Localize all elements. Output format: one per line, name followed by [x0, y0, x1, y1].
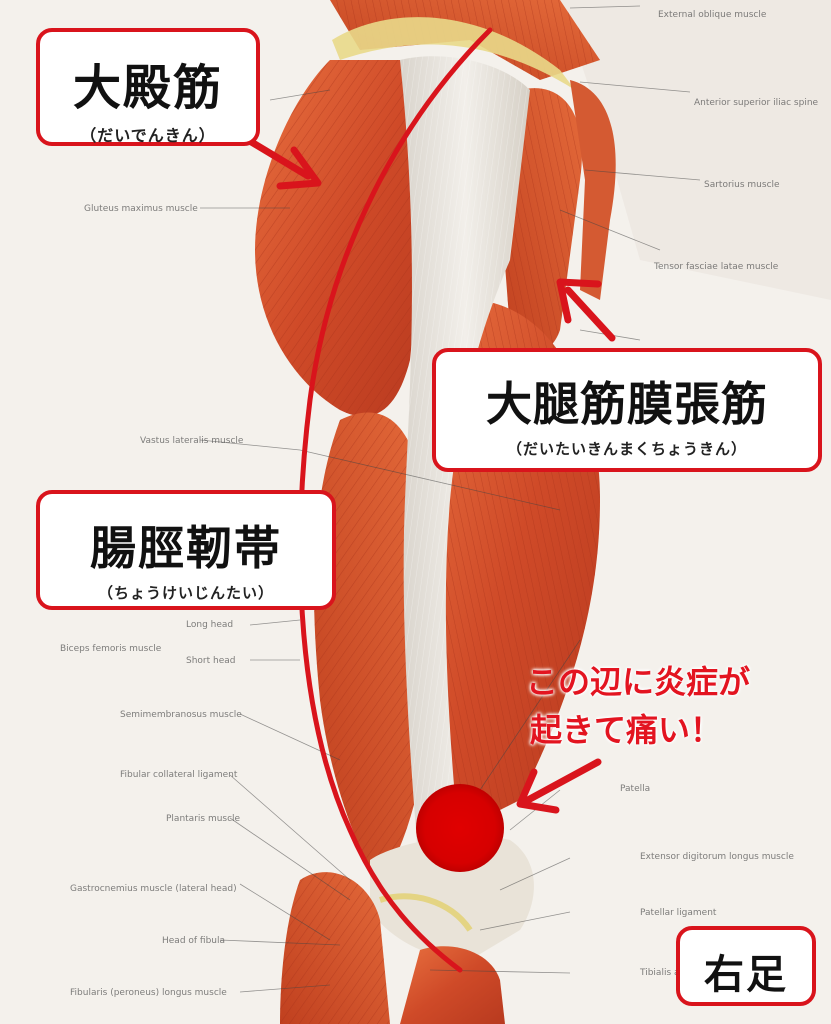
arrow-to-spot	[516, 758, 602, 814]
atlas-label-vastus-lateralis: Vastus lateralis muscle	[140, 436, 244, 446]
arrow-to-tfl	[556, 278, 616, 342]
callout-gluteus-reading: （だいでんきん）	[80, 126, 216, 145]
atlas-label-gastrocnemius: Gastrocnemius muscle (lateral head)	[70, 884, 237, 894]
arrow-to-gluteus	[244, 136, 322, 190]
callout-itb-name: 腸脛靭帯	[90, 521, 282, 575]
callout-gluteus-name: 大殿筋	[72, 60, 223, 116]
atlas-label-external-oblique: External oblique muscle	[658, 10, 767, 20]
sartorius-shape	[570, 80, 616, 300]
inflammation-spot	[416, 784, 504, 872]
atlas-label-asis: Anterior superior iliac spine	[694, 98, 819, 108]
atlas-label-plantaris: Plantaris muscle	[166, 814, 241, 824]
pain-note-line1: この辺に炎症が	[526, 663, 751, 701]
atlas-label-biceps-femoris: Biceps femoris muscle	[60, 644, 162, 654]
atlas-label-extensor-digitorum: Extensor digitorum longus muscle	[640, 852, 794, 862]
callout-tensor-fasciae-latae: 大腿筋膜張筋 （だいたいきんまくちょうきん）	[432, 348, 822, 472]
callout-gluteus-maximus: 大殿筋 （だいでんきん）	[36, 28, 260, 146]
callout-side-name: 右足	[704, 952, 788, 998]
leader-lines	[199, 5, 701, 993]
atlas-label-fibular-collateral: Fibular collateral ligament	[120, 770, 238, 780]
atlas-label-semimembranosus: Semimembranosus muscle	[120, 710, 242, 720]
atlas-label-long-head: Long head	[186, 620, 234, 630]
callout-right-leg: 右足	[676, 926, 816, 1006]
atlas-label-short-head: Short head	[186, 656, 236, 666]
atlas-label-patellar-ligament: Patellar ligament	[640, 908, 717, 918]
atlas-label-sartorius: Sartorius muscle	[704, 180, 780, 190]
pain-note-line2: 起きて痛い！	[530, 711, 723, 749]
callout-iliotibial-band: 腸脛靭帯 （ちょうけいじんたい）	[36, 490, 336, 610]
atlas-label-patella: Patella	[620, 784, 651, 794]
iliac-crest	[332, 17, 575, 90]
atlas-label-tfl: Tensor fasciae latae muscle	[654, 262, 779, 272]
tibialis-anterior-shape	[400, 946, 505, 1024]
atlas-label-fibularis-longus: Fibularis (peroneus) longus muscle	[70, 988, 227, 998]
atlas-label-gluteus-maximus: Gluteus maximus muscle	[84, 204, 198, 214]
atlas-label-head-of-fibula: Head of fibula	[162, 936, 226, 946]
callout-itb-reading: （ちょうけいじんたい）	[97, 584, 274, 602]
callout-tfl-name: 大腿筋膜張筋	[486, 377, 768, 431]
callout-tfl-reading: （だいたいきんまくちょうきん）	[506, 440, 747, 458]
